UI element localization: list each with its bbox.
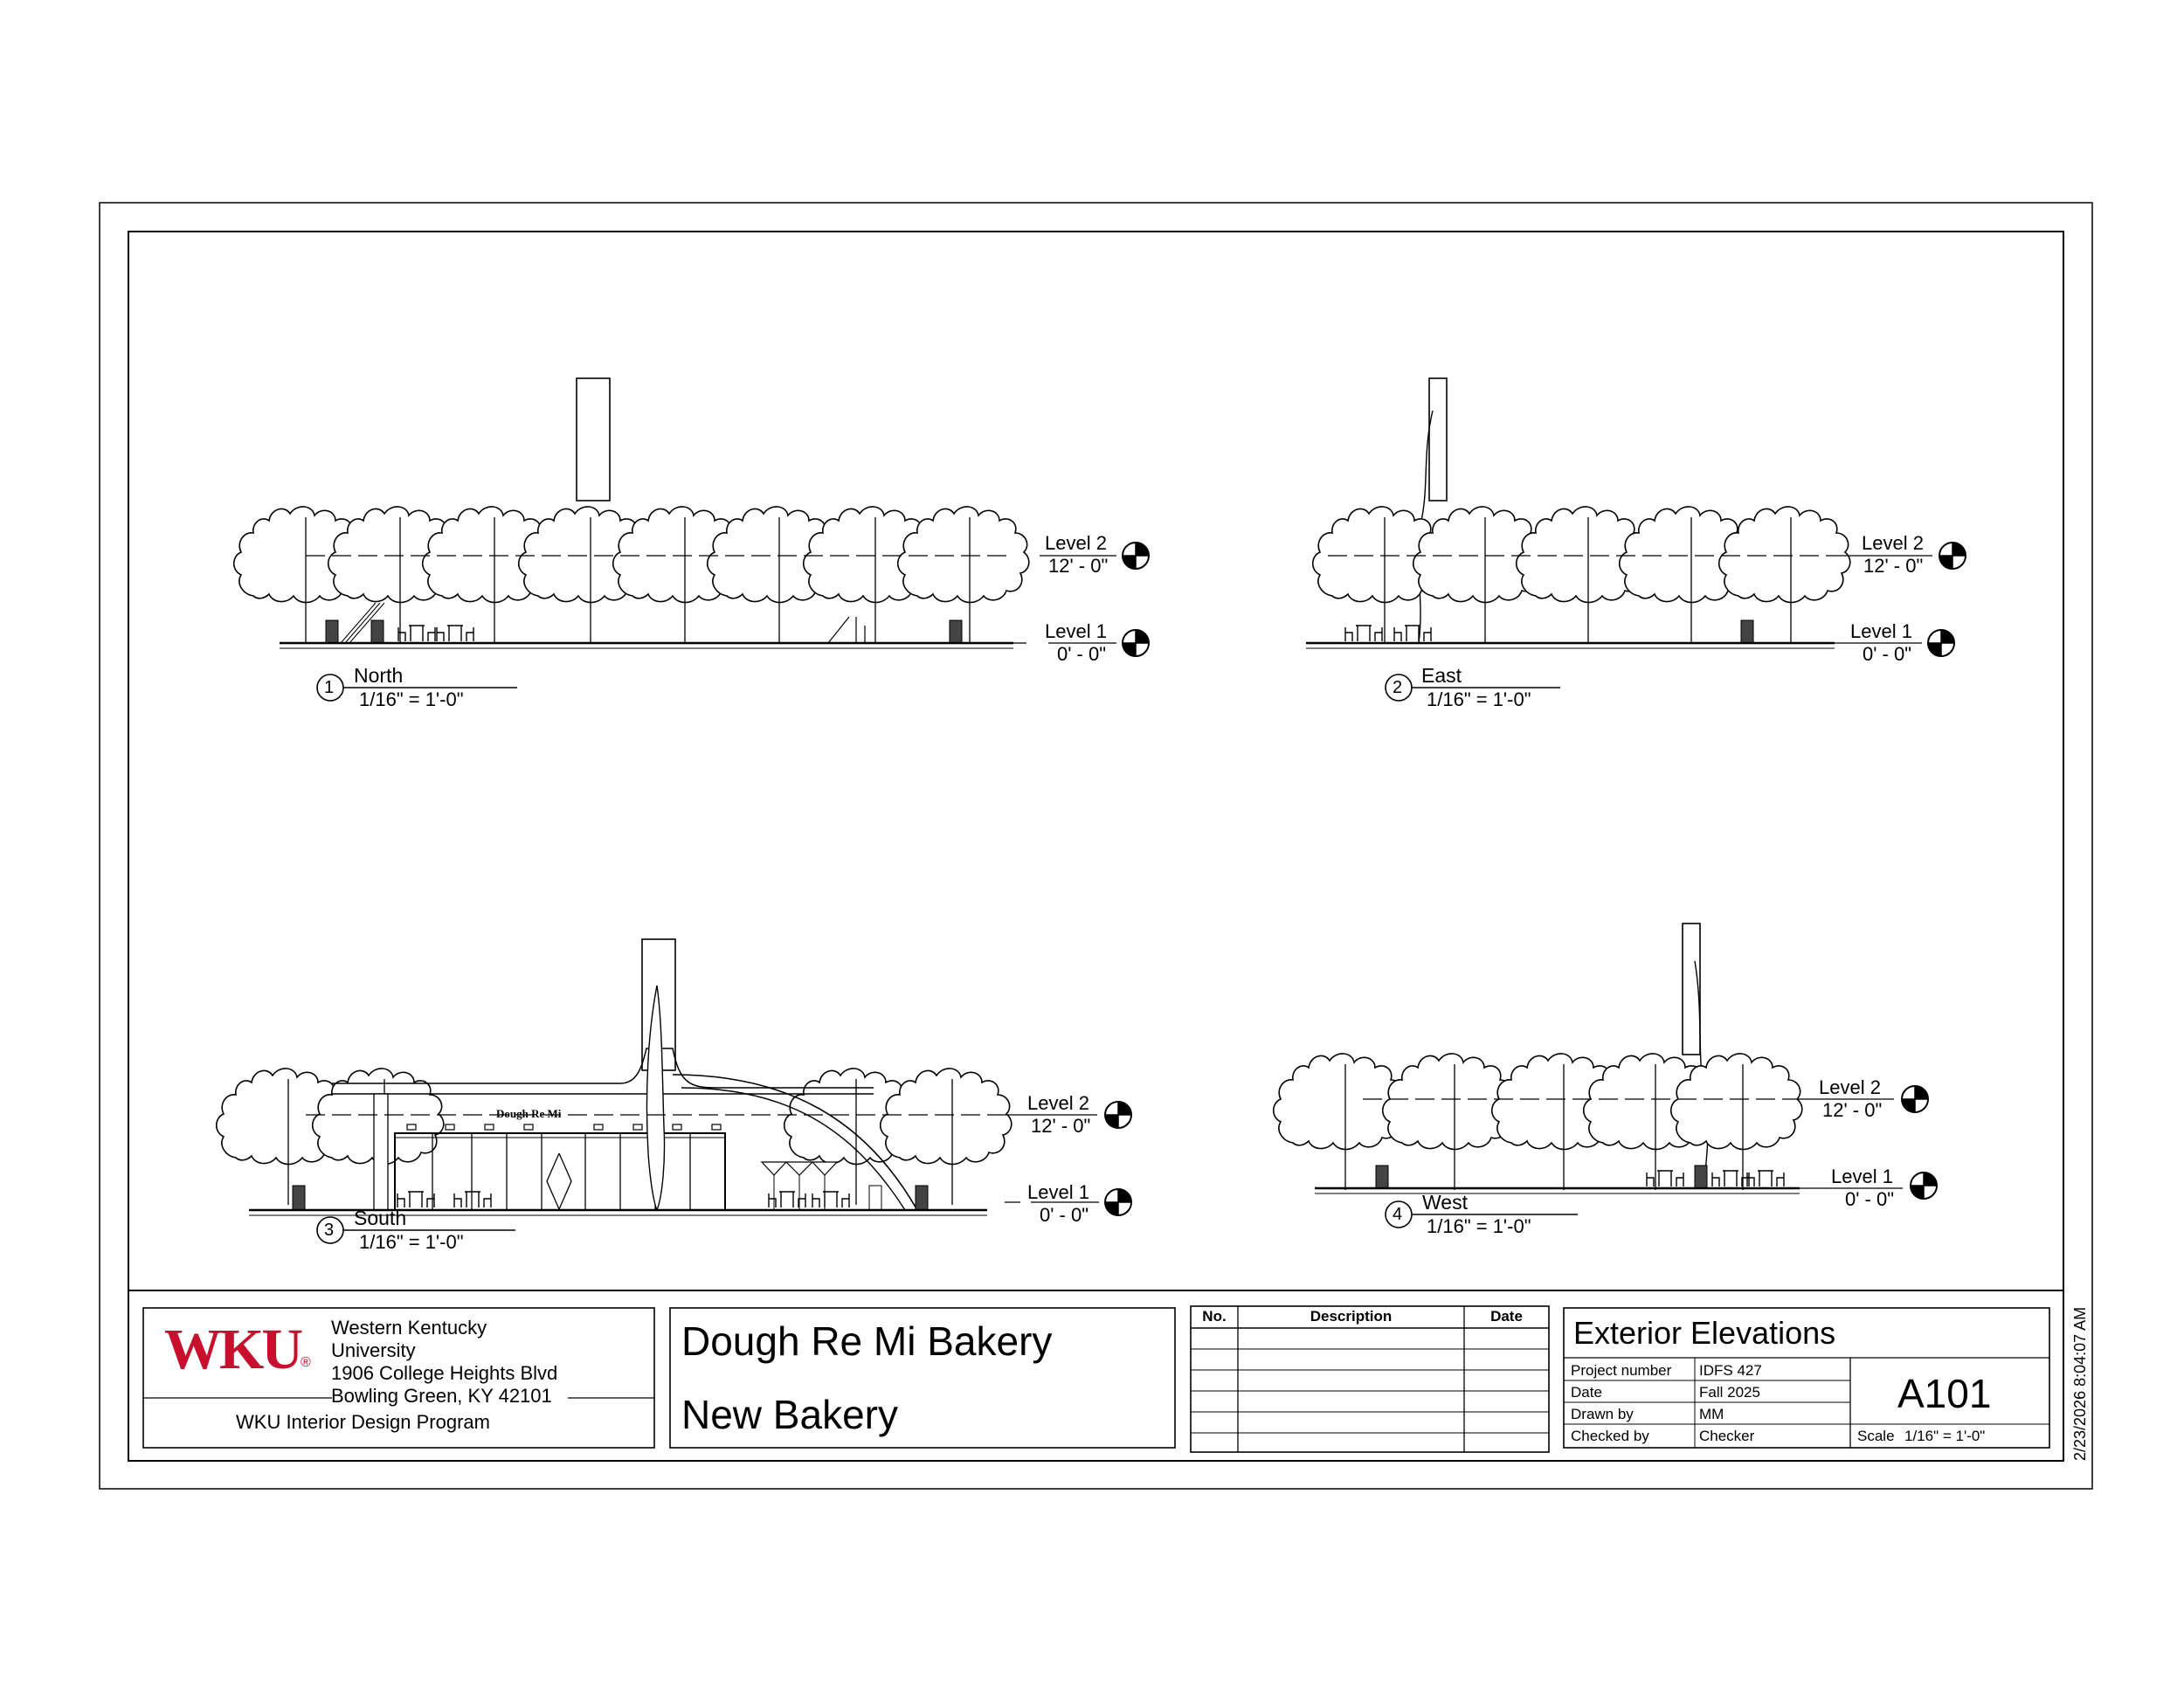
checked-by: Checker: [1699, 1428, 1755, 1444]
south-level1-elev: 0' - 0": [1040, 1204, 1089, 1226]
address-line-1: 1906 College Heights Blvd: [331, 1362, 558, 1384]
north-level2-name: Level 2: [1045, 532, 1107, 554]
storefront-sign: Dough Re Mi: [496, 1107, 562, 1120]
east-level1-elev: 0' - 0": [1863, 643, 1912, 665]
scale-value: 1/16" = 1'-0": [1904, 1428, 1986, 1444]
west-level2-elev: 12' - 0": [1822, 1099, 1883, 1121]
checked-by-label: Checked by: [1571, 1428, 1649, 1444]
view-1-title: North: [354, 664, 404, 687]
sheet-number: A101: [1897, 1371, 1992, 1416]
west-level2-name: Level 2: [1819, 1076, 1881, 1098]
south-level1-name: Level 1: [1027, 1181, 1089, 1203]
project-number-label: Project number: [1571, 1362, 1672, 1379]
south-level2-name: Level 2: [1027, 1092, 1089, 1114]
program-name: WKU Interior Design Program: [236, 1411, 490, 1433]
west-level1-elev: 0' - 0": [1845, 1188, 1895, 1210]
east-level2-elev: 12' - 0": [1863, 555, 1924, 577]
view-4-scale: 1/16" = 1'-0": [1427, 1215, 1531, 1237]
print-timestamp: 2/23/2026 8:04:07 AM: [2071, 1306, 2089, 1461]
wku-logo-text: WKU: [164, 1318, 303, 1381]
university-name: Western Kentucky University: [331, 1317, 487, 1361]
south-level2-elev: 12' - 0": [1031, 1115, 1091, 1137]
view-2-number: 2: [1393, 678, 1403, 697]
drawn-by: MM: [1699, 1406, 1724, 1422]
north-elevation: [232, 377, 1150, 702]
revisions-col-no: No.: [1202, 1308, 1227, 1325]
wku-logo: WKU®: [164, 1321, 311, 1379]
project-subtitle: New Bakery: [681, 1392, 898, 1437]
north-level1-elev: 0' - 0": [1057, 643, 1107, 665]
registered-mark-icon: ®: [301, 1355, 311, 1370]
east-elevation: [1306, 377, 1966, 702]
view-3-number: 3: [324, 1221, 335, 1240]
revisions-col-date: Date: [1490, 1308, 1523, 1325]
view-1-number: 1: [324, 678, 335, 697]
view-4-number: 4: [1393, 1205, 1403, 1224]
date-label: Date: [1571, 1384, 1602, 1401]
south-elevation: [215, 938, 1132, 1244]
address-line-2: Bowling Green, KY 42101: [331, 1385, 552, 1407]
view-4-title: West: [1422, 1191, 1468, 1214]
drawn-by-label: Drawn by: [1571, 1406, 1634, 1422]
view-3-scale: 1/16" = 1'-0": [359, 1231, 464, 1253]
view-2-scale: 1/16" = 1'-0": [1427, 688, 1531, 710]
west-elevation: [1272, 923, 1938, 1228]
date-value: Fall 2025: [1699, 1384, 1760, 1401]
north-level2-elev: 12' - 0": [1048, 555, 1109, 577]
east-level2-name: Level 2: [1862, 532, 1924, 554]
view-1-scale: 1/16" = 1'-0": [359, 688, 464, 710]
scale-label: Scale: [1857, 1428, 1895, 1444]
title-block: [142, 1305, 2050, 1453]
view-2-title: East: [1421, 664, 1462, 687]
project-number: IDFS 427: [1699, 1362, 1762, 1379]
view-3-title: South: [354, 1207, 407, 1229]
east-level1-name: Level 1: [1850, 620, 1912, 642]
revisions-col-description: Description: [1310, 1308, 1393, 1325]
project-name: Dough Re Mi Bakery: [681, 1318, 1053, 1364]
sheet-title: Exterior Elevations: [1573, 1315, 1836, 1351]
west-level1-name: Level 1: [1831, 1166, 1893, 1187]
north-level1-name: Level 1: [1045, 620, 1107, 642]
